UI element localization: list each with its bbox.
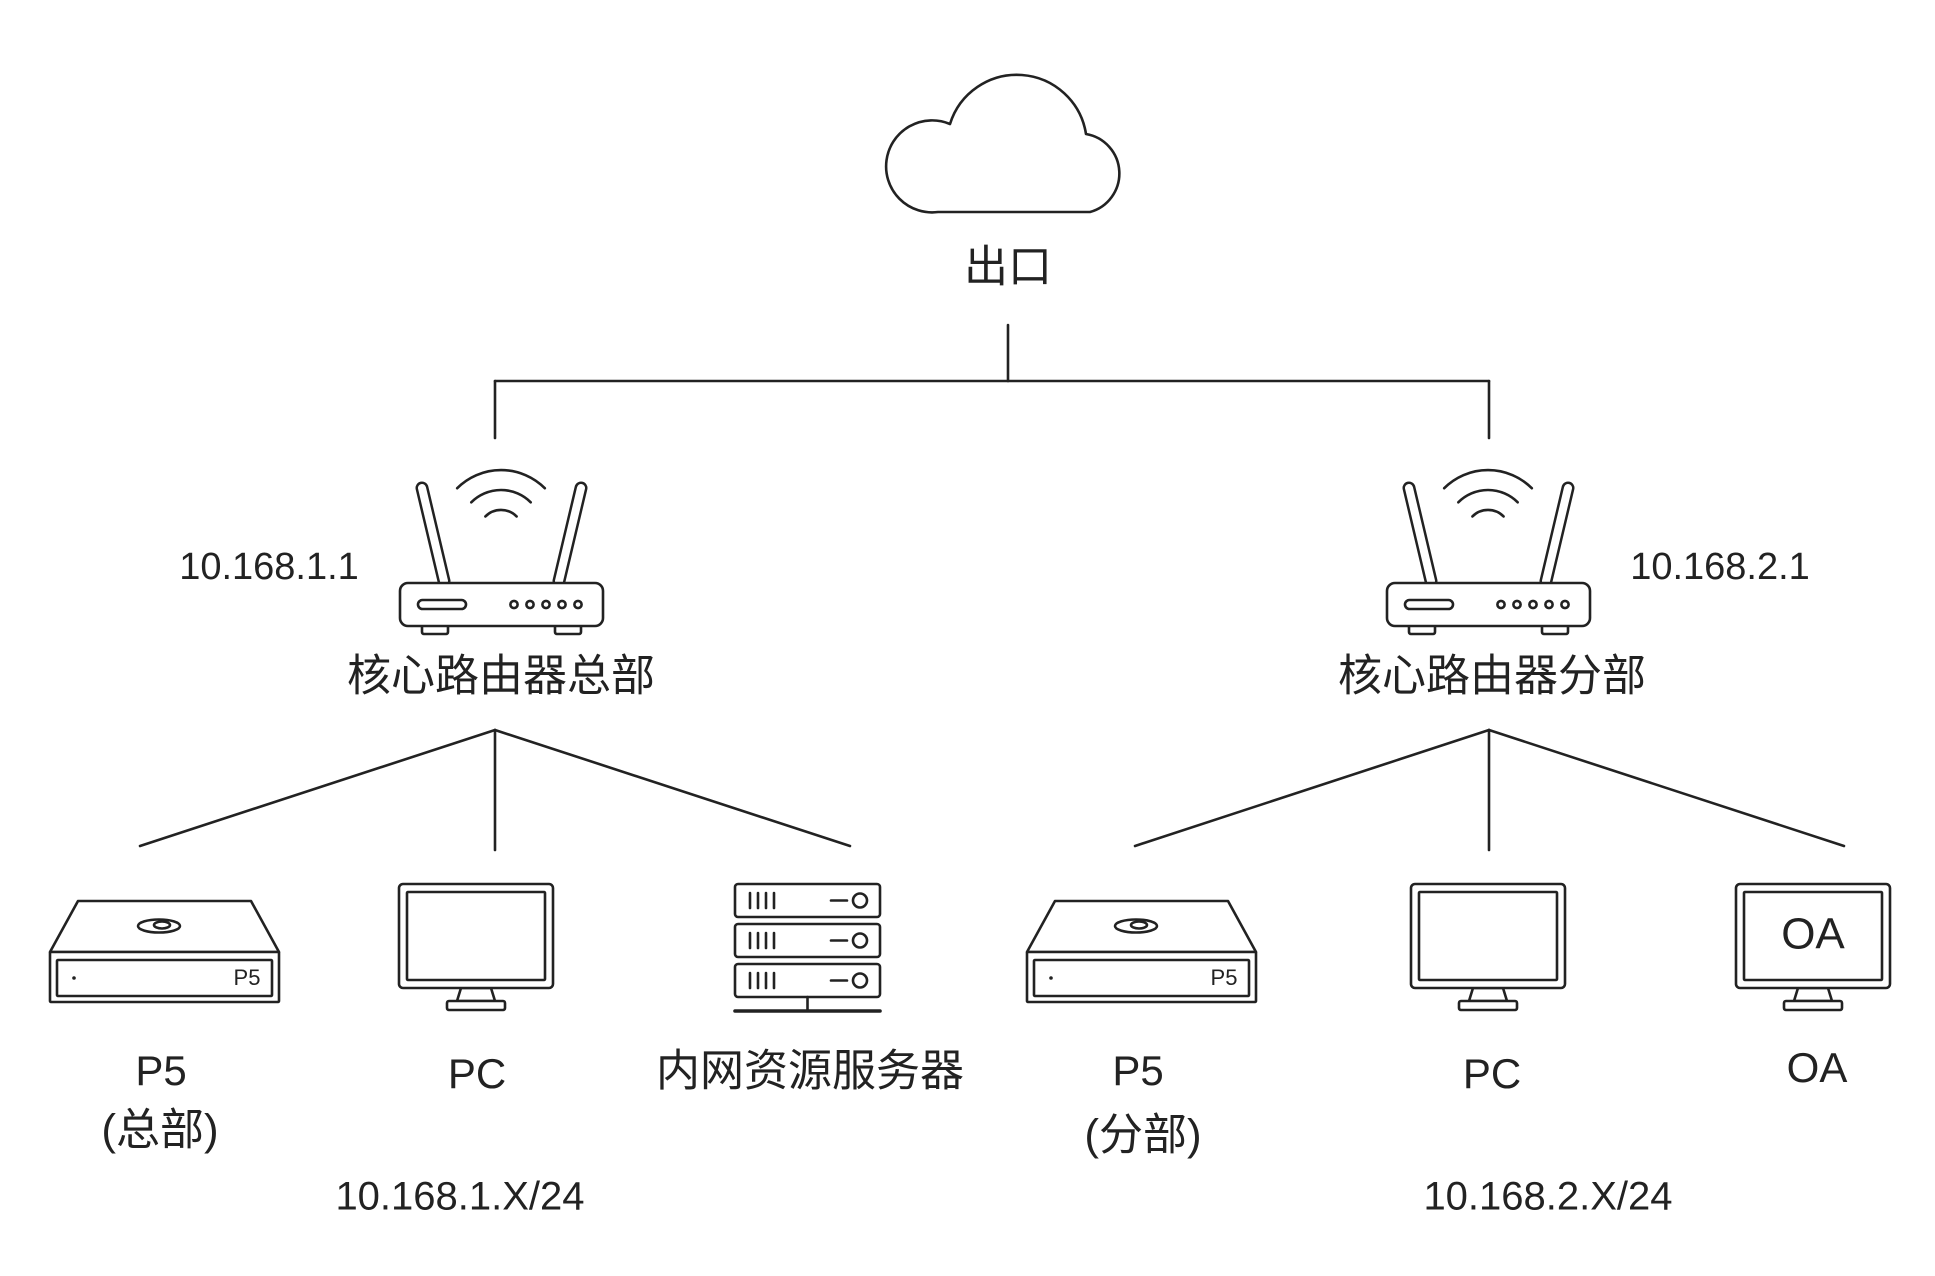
monitor-screen [1742,890,1884,982]
router-port-light [1512,599,1522,610]
server-power-light [851,972,869,989]
server-unit [733,922,882,959]
server-power-light [851,892,869,909]
hq-p5-label: P5 [135,1047,186,1094]
wifi-arc-outer [1442,468,1534,490]
hq-server-label: 内网资源服务器 [656,1047,964,1096]
p5-front-panel [55,958,274,998]
server-power-light [851,932,869,949]
p5-top-face [48,899,281,954]
server-unit-frame [733,882,882,919]
p5-front-panel [1032,958,1251,998]
wifi-arc-inner [1471,508,1505,518]
monitor-base [1782,999,1844,1012]
hq-router-label: 核心路由器总部 [347,652,655,701]
branch-p5-label: P5 [1112,1047,1163,1094]
wifi-arc-middle [470,488,532,504]
hq-router-ip: 10.168.1.1 [179,546,359,588]
p5-status-led [72,976,76,980]
branch-oa-label: OA [1787,1044,1848,1091]
internet-label: 出口 [964,243,1052,292]
p5-top-face [1025,899,1258,954]
wifi-arc-outer [455,468,547,490]
monitor-icon: OA [1734,882,1892,1012]
p5-status-led [1049,976,1053,980]
p5-logo [1113,918,1159,934]
p5-logo-inner [152,920,172,930]
p5-badge: P5 [1211,965,1238,990]
branch-router-ip: 10.168.2.1 [1630,546,1810,588]
monitor-screen [1417,890,1559,982]
router-port-light [525,599,535,610]
link-hq-to-server [493,728,852,848]
router-indicator-bar [416,598,468,611]
branch-p5-sublabel: (分部) [1084,1111,1201,1160]
p5-badge: P5 [234,965,261,990]
router-port-light [1528,599,1538,610]
monitor-base [1457,999,1519,1012]
link-branch-to-oa [1487,728,1846,848]
router-icon [1385,468,1592,636]
wifi-arc-middle [1457,488,1519,504]
monitor-icon [1409,882,1567,1012]
router-port-light [509,599,519,610]
oa-screen-text: OA [1781,910,1845,959]
antenna-right-inner [555,484,585,585]
hq-p5-sublabel: (总部) [101,1106,218,1155]
monitor-neck [1467,986,1509,1003]
link-branch-to-p5 [1133,728,1491,848]
p5-device-icon: P5 [1025,899,1258,1004]
monitor-screen [405,890,547,982]
router-icon [398,468,605,636]
link-hq-to-p5 [138,728,497,848]
branch-pc-label: PC [1463,1050,1521,1097]
router-port-light [1544,599,1554,610]
p5-device-icon: P5 [48,899,281,1004]
server-unit [733,962,882,999]
antenna-left-inner [418,484,448,585]
router-port-light [557,599,567,610]
branch-subnet-label: 10.168.2.X/24 [1423,1175,1672,1219]
hq-pc-label: PC [448,1050,506,1097]
server-icon [733,882,882,1013]
p5-logo [136,918,182,934]
monitor-neck [455,986,497,1003]
server-unit [733,882,882,919]
hq-subnet-label: 10.168.1.X/24 [335,1175,584,1219]
branch-router-label: 核心路由器分部 [1338,652,1646,701]
router-port-light [573,599,583,610]
wifi-arc-inner [484,508,518,518]
router-port-light [1560,599,1570,610]
monitor-neck [1792,986,1834,1003]
antenna-right-inner [1542,484,1572,585]
monitor-icon [397,882,555,1012]
cloud-icon [884,73,1121,214]
router-indicator-bar [1403,598,1455,611]
router-port-light [541,599,551,610]
router-body [398,581,605,628]
router-port-light [1496,599,1506,610]
router-body [1385,581,1592,628]
server-unit-frame [733,922,882,959]
monitor-base [445,999,507,1012]
p5-logo-inner [1129,920,1149,930]
antenna-left-inner [1405,484,1435,585]
